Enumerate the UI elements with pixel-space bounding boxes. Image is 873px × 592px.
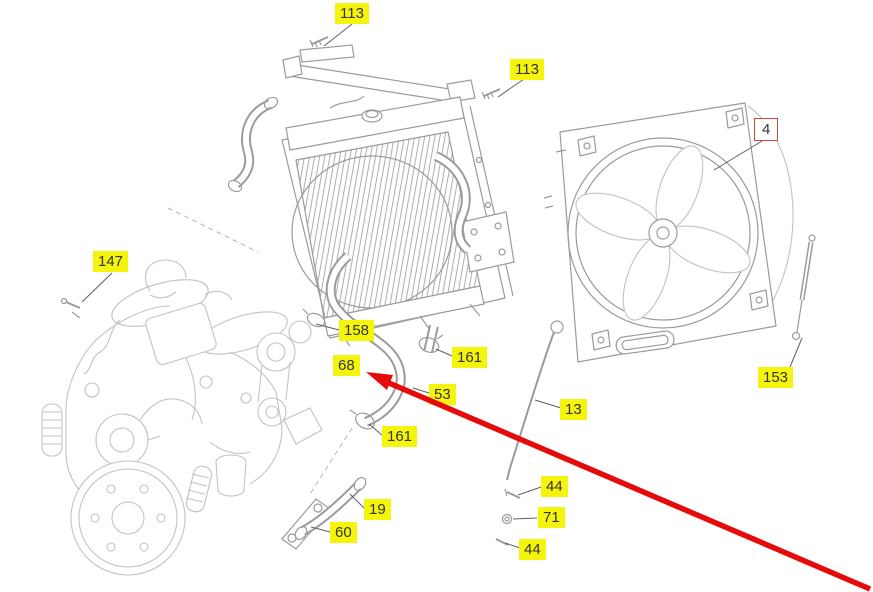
part-label-153[interactable]: 153 — [758, 367, 794, 388]
engine-drawing — [41, 259, 323, 576]
part-label-71[interactable]: 71 — [538, 507, 565, 528]
part-label-68[interactable]: 68 — [333, 355, 360, 376]
gas-spring-drawing — [791, 234, 816, 341]
part-label-19[interactable]: 19 — [364, 499, 391, 520]
part-label-44-a[interactable]: 44 — [541, 476, 568, 497]
part-label-161-a[interactable]: 161 — [452, 347, 488, 368]
part-label-4[interactable]: 4 — [754, 118, 779, 141]
part-label-147[interactable]: 147 — [93, 251, 129, 272]
fan-shroud-drawing — [543, 102, 794, 363]
part-label-13[interactable]: 13 — [560, 399, 587, 420]
construction-lines — [167, 207, 353, 495]
part-label-113-b[interactable]: 113 — [510, 59, 544, 80]
part-label-44-b[interactable]: 44 — [519, 539, 546, 560]
radiator-drawing — [281, 44, 515, 354]
part-label-161-b[interactable]: 161 — [382, 426, 418, 447]
part-label-113-a[interactable]: 113 — [335, 3, 369, 24]
part-label-158[interactable]: 158 — [339, 320, 375, 341]
part-label-60[interactable]: 60 — [330, 522, 357, 543]
part-label-53[interactable]: 53 — [429, 384, 456, 405]
lower-pipe-and-bracket-drawing — [281, 476, 367, 550]
